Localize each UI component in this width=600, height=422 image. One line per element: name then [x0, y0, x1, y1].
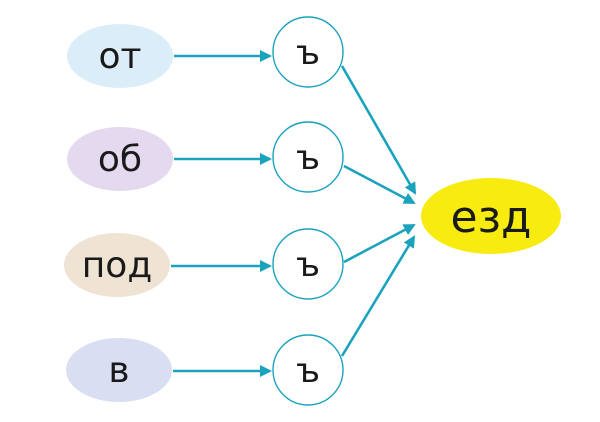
hard-sign-label-1: ъ [296, 33, 320, 73]
root-arrow-1 [340, 65, 417, 195]
root-label: езд [451, 192, 532, 243]
root-arrow-4 [340, 235, 416, 357]
root-arrows [340, 65, 417, 357]
row-3: под ъ [64, 228, 344, 300]
prefix-ellipse-ob [67, 127, 173, 191]
hard-sign-label-4: ъ [296, 351, 320, 391]
hard-sign-label-3: ъ [296, 245, 320, 285]
row-1: от ъ [67, 16, 344, 88]
hard-sign-circle-2 [272, 121, 344, 193]
hard-sign-circle-4 [272, 334, 344, 406]
hard-sign-circle-3 [272, 228, 344, 300]
hard-sign-label-2: ъ [296, 138, 320, 178]
row-2: об ъ [67, 121, 344, 193]
root-arrow-3 [343, 223, 416, 264]
root-node: езд [421, 178, 561, 254]
row-4: в ъ [66, 334, 344, 406]
prefix-label-v: в [108, 350, 129, 391]
root-arrow-2 [343, 164, 416, 205]
prefix-label-ob: об [98, 139, 142, 180]
root-ellipse [421, 178, 561, 254]
prefix-label-ot: от [99, 36, 142, 77]
prefix-ellipse-v [66, 338, 172, 402]
prefix-ellipse-ot [67, 24, 173, 88]
prefix-label-pod: под [82, 245, 152, 286]
hard-sign-circle-1 [272, 16, 344, 88]
prefix-ellipse-pod [64, 233, 170, 297]
